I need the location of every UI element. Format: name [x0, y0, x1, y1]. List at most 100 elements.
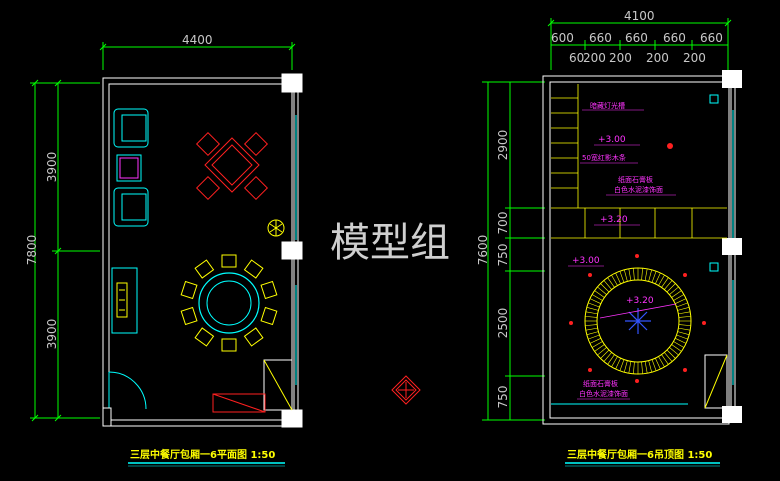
ring-tick	[666, 349, 676, 359]
ring-tick	[623, 269, 628, 282]
ring-tick	[585, 327, 598, 331]
ring-tick	[607, 354, 615, 365]
dining-chair	[194, 327, 215, 347]
dining-chair	[180, 306, 198, 326]
ceiling-left-dim-3: 2500	[496, 308, 510, 339]
ring-tick	[623, 360, 628, 373]
ring-tick	[591, 294, 603, 301]
ceiling-dim-r2-2: 200	[609, 51, 632, 65]
ring-tick	[669, 347, 679, 356]
ceiling-left-dim-0: 2900	[496, 130, 510, 161]
ring-tick	[611, 274, 618, 286]
plan-square-table	[195, 131, 269, 201]
plan-top-dim: 4400	[182, 33, 213, 47]
ceiling-dim-r2-1: 200	[583, 51, 606, 65]
ring-tick	[658, 356, 665, 368]
plan-drawing: 4400 7800 3900 3900	[25, 33, 303, 467]
dining-chair	[260, 280, 278, 300]
ring-tick	[644, 361, 648, 374]
ring-tick	[664, 280, 673, 290]
ring-tick	[603, 280, 612, 290]
plan-left-lower: 3900	[45, 319, 59, 350]
dining-chair	[221, 338, 237, 352]
ring-tick	[589, 338, 601, 344]
plan-left-upper: 3900	[45, 152, 59, 183]
ring-tick	[671, 290, 682, 298]
ceiling-left-dim-1: 700	[496, 212, 510, 235]
ceiling-dim-r1-2: 660	[625, 31, 648, 45]
ceiling-title: 三层中餐厅包厢一6吊顶图 1:50	[567, 448, 712, 461]
dining-chair	[194, 259, 215, 279]
ring-tick	[615, 272, 621, 284]
ring-tick	[664, 352, 673, 362]
ring-tick	[673, 294, 685, 301]
ring-tick	[619, 359, 625, 371]
plan-door-jamb	[102, 407, 112, 427]
label-paint1: 白色水泥漆饰面	[614, 185, 663, 194]
ceiling-top-total: 4100	[624, 9, 655, 23]
ring-tick	[641, 361, 643, 374]
ceiling-dim-r2-4: 200	[683, 51, 706, 65]
ring-tick	[678, 324, 691, 326]
ring-tick	[600, 349, 610, 359]
ceiling-dim-r1-1: 660	[589, 31, 612, 45]
ring-tick	[585, 316, 598, 318]
ring-tick	[675, 338, 687, 344]
ring-tick	[594, 344, 605, 352]
ring-tick	[588, 334, 600, 340]
dining-chair	[243, 327, 264, 347]
ring-tick	[628, 361, 632, 374]
ring-tick	[669, 286, 679, 295]
ceiling-drawing: 4100 600 660 660 660 660 60 200 200 200 …	[476, 9, 742, 467]
ring-tick	[677, 306, 690, 311]
ring-tick	[600, 283, 610, 293]
ceiling-top-row2: 60 200 200 200 200	[569, 51, 706, 65]
ring-tick	[588, 302, 600, 308]
dining-chair	[260, 306, 278, 326]
ceiling-columns	[722, 70, 742, 423]
ring-tick	[673, 341, 685, 348]
ring-tick	[655, 272, 661, 284]
ceiling-left-dim-2: 750	[496, 244, 510, 267]
ring-tick	[585, 324, 598, 326]
ceiling-left-dim-4: 750	[496, 386, 510, 409]
ring-tick	[661, 277, 669, 288]
ring-tick	[677, 331, 690, 336]
plan-title: 三层中餐厅包厢一6平面图 1:50	[130, 448, 275, 461]
plan-plant	[267, 219, 285, 237]
plan-sideboard	[111, 267, 138, 334]
label-strip: 暗藏灯光槽	[590, 101, 625, 110]
ceiling-left-total: 7600	[476, 235, 490, 266]
ceiling-dim-r2-3: 200	[646, 51, 669, 65]
ceiling-dim-r1-4: 660	[700, 31, 723, 45]
ceiling-upper-zone	[551, 84, 727, 239]
ceiling-light-marks	[569, 143, 706, 383]
plan-door	[108, 371, 147, 410]
ring-tick	[603, 352, 612, 362]
plan-armchairs	[113, 108, 149, 227]
ring-tick	[597, 286, 607, 295]
watermark: 模型组	[330, 220, 450, 266]
ring-tick	[658, 274, 665, 286]
ring-tick	[651, 359, 657, 371]
ceiling-dim-r1-0: 600	[551, 31, 574, 45]
ceiling-vents	[709, 94, 719, 272]
ring-tick	[678, 327, 691, 331]
ring-tick	[594, 290, 605, 298]
label-level1: +3.00	[598, 135, 626, 145]
ring-tick	[633, 361, 635, 374]
ring-tick	[597, 347, 607, 356]
dining-chair	[221, 254, 237, 268]
label-level3: +3.00	[572, 256, 600, 266]
ring-tick	[651, 271, 657, 283]
ring-tick	[586, 306, 599, 311]
ring-tick	[678, 316, 691, 318]
ring-tick	[585, 311, 598, 315]
ring-tick	[619, 271, 625, 283]
label-level4: +3.20	[626, 296, 654, 306]
plan-left-dim-lines	[30, 79, 100, 422]
ring-tick	[644, 268, 648, 281]
ring-tick	[589, 298, 601, 304]
north-symbol	[391, 375, 421, 405]
